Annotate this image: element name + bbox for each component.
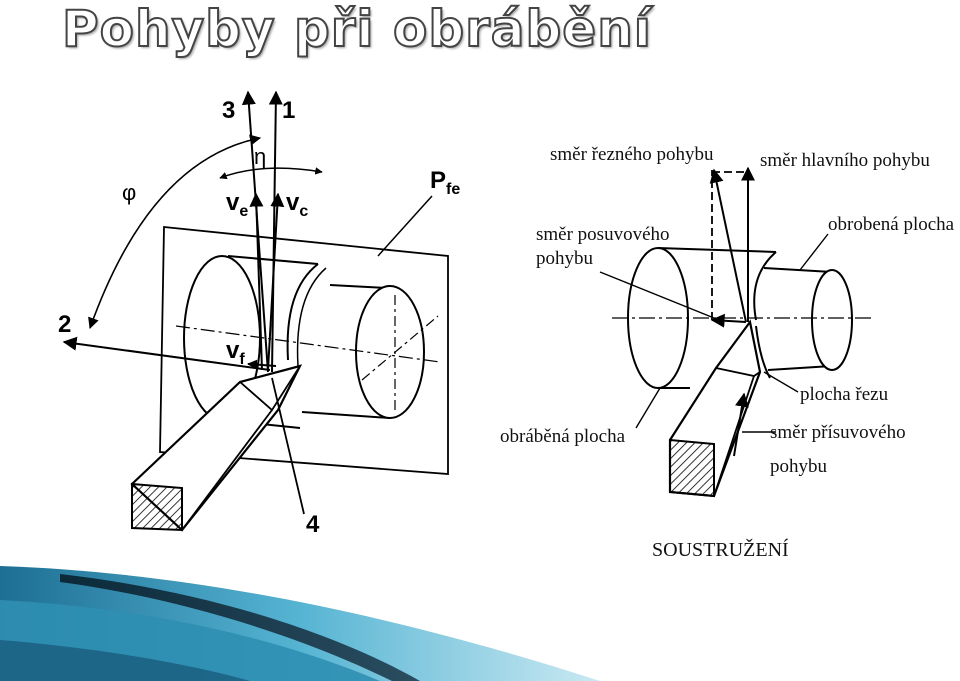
right-labels: směr řezného pohybu směr hlavního pohybu… (500, 144, 955, 561)
r-tool-section (669, 438, 715, 498)
vector-vf (247, 359, 277, 370)
shoulder-curve-inner (296, 267, 327, 367)
label-cut-surface: plocha řezu (800, 384, 889, 405)
small-cyl-end-face (355, 285, 425, 419)
r-workpiece-top (657, 247, 777, 253)
workpiece-axis (175, 325, 441, 363)
r-small-end (811, 269, 853, 371)
right-diagram (599, 166, 872, 498)
r-leader-feed (599, 271, 715, 319)
label-4: 4 (306, 511, 320, 538)
label-phi: φ (122, 180, 136, 205)
r-small-top (763, 267, 833, 273)
label-machined-surface: obrobená plocha (828, 214, 955, 235)
shoulder-curve (286, 263, 319, 361)
angle-phi-arc (88, 134, 262, 330)
label-vc: vc (286, 189, 308, 220)
arrow-1 (268, 90, 283, 373)
angle-eta-arc (219, 167, 323, 180)
vector-vc (267, 192, 285, 371)
left-diagram (62, 90, 449, 532)
label-infeed-direction-2: pohybu (770, 456, 828, 477)
decorative-banner (0, 566, 600, 681)
arrow-2 (62, 336, 271, 371)
label-surface-being-machined: obráběná plocha (500, 426, 626, 447)
label-2: 2 (58, 311, 71, 338)
end-face-axis-d (361, 315, 439, 381)
label-3: 3 (222, 97, 235, 124)
banner-deep-band (0, 640, 250, 681)
leader-pfe (377, 195, 433, 257)
r-small-bottom (767, 365, 833, 371)
banner-dark-stripe (60, 574, 420, 681)
tool-cross-section (131, 482, 183, 532)
working-plane (159, 226, 449, 475)
label-feed-direction-1: směr posuvového (536, 224, 670, 245)
label-ve: ve (226, 189, 248, 220)
r-leader-being-machined (635, 387, 661, 429)
small-cyl-bottom (301, 411, 391, 419)
r-arrow-cutting (709, 168, 747, 323)
label-eta: η (254, 144, 266, 169)
r-arrow-infeed (733, 392, 749, 457)
r-leader-cut (763, 371, 799, 393)
tool-edge-lower (181, 409, 273, 531)
label-infeed-direction-1: směr přísuvového (770, 422, 906, 443)
small-cyl-top (329, 284, 389, 289)
label-main-motion-direction: směr hlavního pohybu (760, 150, 930, 171)
r-shoulder (753, 251, 777, 321)
label-pfe: Pfe (430, 167, 460, 198)
label-cutting-direction: směr řezného pohybu (550, 144, 714, 165)
left-labels: 3 1 2 4 η φ ve vc vf Pfe (58, 97, 460, 538)
leader-4 (271, 377, 305, 515)
r-leader-machined (799, 233, 829, 271)
slide-title: Pohyby při obrábění (61, 0, 652, 59)
r-arrow-feed (710, 313, 747, 328)
label-feed-direction-2: pohybu (536, 248, 594, 269)
caption-turning: SOUSTRUŽENÍ (652, 538, 789, 561)
label-vf: vf (226, 337, 245, 368)
label-1: 1 (282, 97, 295, 124)
